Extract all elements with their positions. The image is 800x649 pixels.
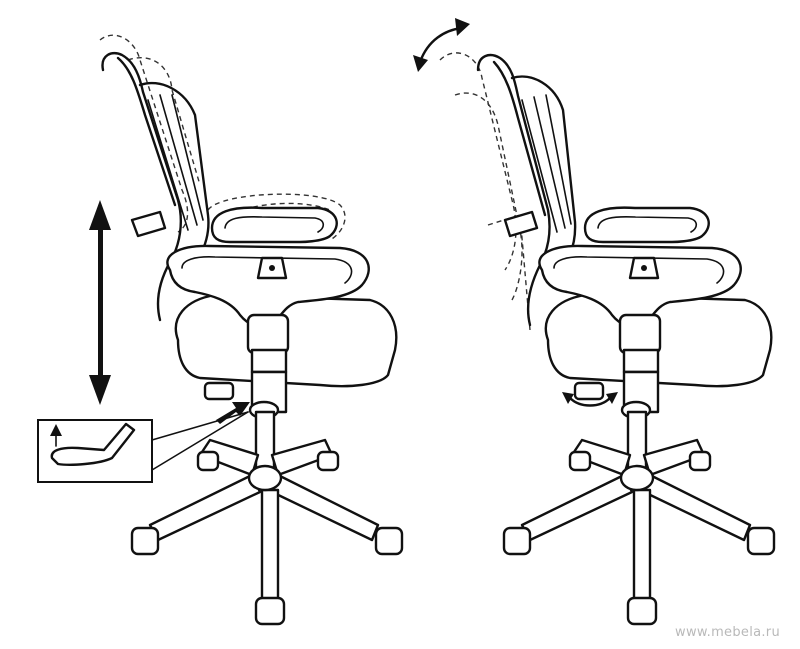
armrest-rear-left [210,206,338,244]
base-left [130,438,404,626]
lever-callout [37,411,249,483]
armrest-rear-right [583,206,710,244]
gas-lift-right [618,313,662,474]
backrest-right [476,54,577,327]
base-right [502,438,776,626]
watermark-text: www.mebela.ru [675,625,780,640]
armrest-front-right [538,244,742,329]
tilt-knob-left [203,381,235,401]
lever-pointer-arrow-icon [216,402,250,424]
height-arrow-icon [89,200,111,405]
gas-lift-left [246,313,290,474]
chair-left [37,34,404,626]
armrest-front-left [166,244,370,329]
ghost-backrest-left [99,34,201,233]
chair-right [413,18,776,626]
tension-rotate-arrow-icon [562,392,618,407]
ghost-backrest-right [439,52,531,331]
tilt-arrow-icon [413,18,470,72]
tension-knob-right [573,381,605,401]
